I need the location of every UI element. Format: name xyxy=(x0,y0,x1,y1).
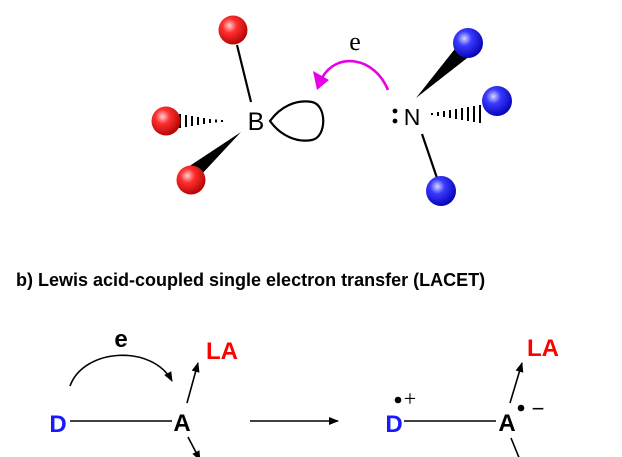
donor-charge: + xyxy=(404,386,416,411)
b-substituent-bottom xyxy=(176,165,206,195)
electron-label-top: e xyxy=(349,27,361,56)
nitrogen-fragment: N xyxy=(392,28,512,206)
electron-transfer-arrow-top: e xyxy=(313,27,390,91)
n-sub-top-wedge-bond xyxy=(416,45,471,98)
acceptor-charge: − xyxy=(532,396,545,421)
section-b-caption: b) Lewis acid-coupled single electron tr… xyxy=(16,270,486,290)
acceptor-lower-bond xyxy=(187,436,201,457)
electron-label-bottom: e xyxy=(114,326,127,353)
b-substituent-top xyxy=(218,15,248,45)
acceptor-lower-bond-after xyxy=(510,437,520,457)
b-sub-bottom-wedge-bond xyxy=(188,132,241,176)
acceptor-radical-anion-label: A xyxy=(498,410,515,437)
lewis-acid-label-after: LA xyxy=(527,335,559,362)
acceptor-radical-dot xyxy=(517,404,525,412)
b-sub-top-bond xyxy=(235,44,253,103)
donor-radical-cation-label: D xyxy=(385,411,402,438)
acceptor-label: A xyxy=(173,410,190,437)
b-substituent-left xyxy=(151,106,181,136)
lone-pair-dot-2 xyxy=(392,118,398,124)
n-substituent-right xyxy=(482,86,512,116)
boron-fragment: B xyxy=(151,15,325,195)
acceptor-la-arrow-after xyxy=(509,362,524,404)
n-substituent-top xyxy=(453,28,483,58)
acceptor-la-arrow xyxy=(186,362,200,404)
donor-radical-dot xyxy=(394,396,402,404)
nitrogen-label: N xyxy=(404,104,421,130)
lacet-after: + D A − LA xyxy=(385,335,559,457)
electron-transfer-arrow-bottom xyxy=(69,354,173,387)
lone-pair-dot-1 xyxy=(392,108,398,114)
b-sub-left-hashed-bond xyxy=(179,114,223,128)
lacet-before: e D A LA xyxy=(49,326,238,457)
n-substituent-bottom xyxy=(426,176,456,206)
curved-arrow-head xyxy=(313,71,329,90)
curved-arrow xyxy=(320,59,390,91)
empty-p-orbital xyxy=(268,100,325,142)
n-sub-bottom-bond xyxy=(420,133,439,179)
n-sub-right-hashed-bond xyxy=(431,105,481,123)
lewis-acid-label: LA xyxy=(206,338,238,365)
boron-label: B xyxy=(248,108,265,136)
donor-label: D xyxy=(49,411,66,438)
